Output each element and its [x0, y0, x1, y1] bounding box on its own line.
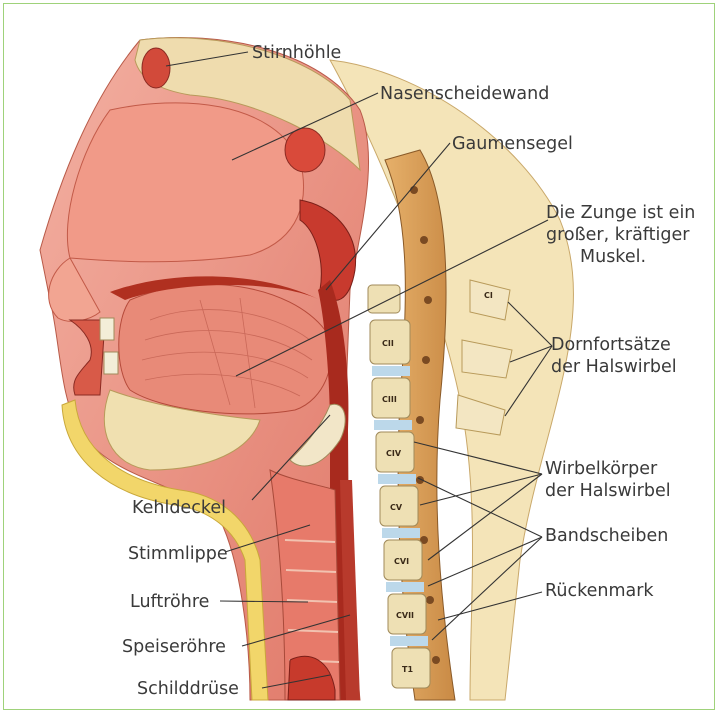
frontal-sinus — [142, 48, 170, 88]
label-zunge-3: Muskel. — [580, 247, 646, 267]
label-zunge-2: großer, kräftiger — [546, 225, 690, 245]
nasal-concha — [285, 128, 325, 172]
vertebra-label-c4: CIV — [386, 449, 402, 458]
vertebra-label-c6: CVI — [394, 557, 409, 566]
label-gaumensegel: Gaumensegel — [452, 134, 573, 154]
vertebra-label-c7: CVII — [396, 611, 414, 620]
nasal-septum — [67, 103, 303, 262]
label-stirnhoehle: Stirnhöhle — [252, 43, 341, 63]
disc-3 — [378, 474, 416, 484]
vertebra-label-c5: CV — [390, 503, 403, 512]
disc-1 — [372, 366, 410, 376]
label-dornfortsaetze-2: der Halswirbel — [551, 357, 677, 377]
lower-teeth — [104, 352, 118, 374]
vertebra-label-t1: T1 — [402, 665, 413, 674]
label-stimmlippe: Stimmlippe — [128, 544, 228, 564]
disc-2 — [374, 420, 412, 430]
label-wirbelkoerper-2: der Halswirbel — [545, 481, 671, 501]
label-dornfortsaetze-1: Dornfortsätze — [551, 335, 671, 355]
label-luftroehre: Luftröhre — [130, 592, 209, 612]
disc-6 — [390, 636, 428, 646]
label-schilddruese: Schilddrüse — [137, 679, 239, 699]
label-kehldeckel: Kehldeckel — [132, 498, 226, 518]
disc-4 — [382, 528, 420, 538]
label-wirbelkoerper-1: Wirbelkörper — [545, 459, 658, 479]
disc-5 — [386, 582, 424, 592]
label-nasenscheidewand: Nasenscheidewand — [380, 84, 549, 104]
label-bandscheiben: Bandscheiben — [545, 526, 668, 546]
label-zunge-1: Die Zunge ist ein — [546, 203, 695, 223]
vertebra-label-c3: CIII — [382, 395, 397, 404]
label-rueckenmark: Rückenmark — [545, 581, 654, 601]
label-speiseroehre: Speiseröhre — [122, 637, 226, 657]
upper-teeth — [100, 318, 114, 340]
vertebra-c1 — [368, 285, 400, 313]
vertebra-label-c2: CII — [382, 339, 394, 348]
vertebra-label-c1: CI — [484, 291, 493, 300]
